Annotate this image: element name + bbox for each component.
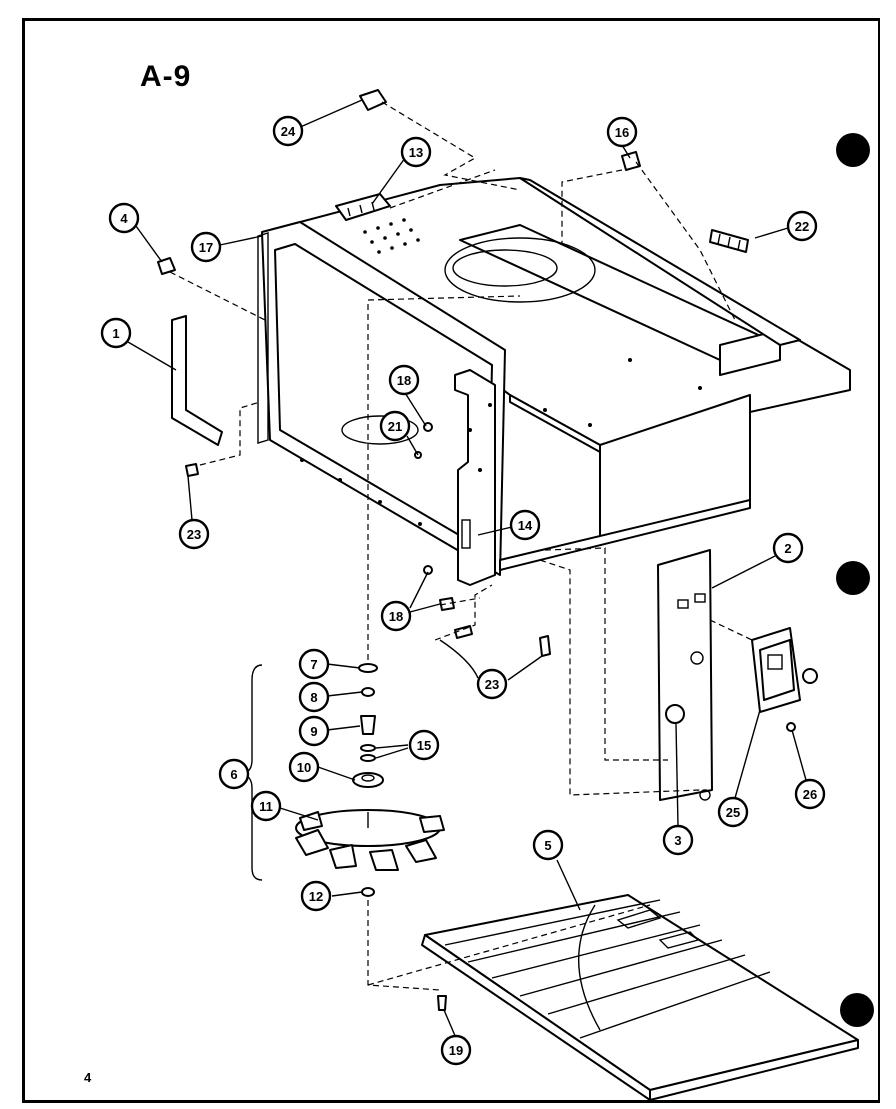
callout-11: 11 xyxy=(250,790,282,822)
callout-16: 16 xyxy=(606,116,638,148)
callout-leaders xyxy=(127,99,807,1039)
assembly-dashed-lines xyxy=(169,101,753,991)
callout-6: 6 xyxy=(218,758,250,790)
screw-19-part xyxy=(437,995,447,1011)
callout-12: 12 xyxy=(300,880,332,912)
plug-part xyxy=(359,89,387,111)
svg-text:18: 18 xyxy=(389,609,403,624)
callout-2: 2 xyxy=(772,532,804,564)
screw-26-part xyxy=(786,722,796,732)
svg-text:12: 12 xyxy=(309,889,323,904)
svg-text:19: 19 xyxy=(449,1043,463,1058)
punch-hole-top xyxy=(836,133,870,167)
callout-8: 8 xyxy=(298,681,330,713)
mounting-bracket-part xyxy=(454,369,496,586)
channel-part xyxy=(171,315,223,446)
callout-18-lower: 18 xyxy=(380,600,412,632)
bottom-tray-part xyxy=(421,894,859,1101)
svg-text:16: 16 xyxy=(615,125,629,140)
svg-text:23: 23 xyxy=(187,527,201,542)
callout-24: 24 xyxy=(272,115,304,147)
sheet-border xyxy=(22,18,880,1103)
oven-cavity-assembly xyxy=(257,177,851,576)
page-number: 4 xyxy=(84,1070,92,1085)
callout-9: 9 xyxy=(298,715,330,747)
svg-text:26: 26 xyxy=(803,787,817,802)
svg-text:3: 3 xyxy=(674,833,681,848)
callout-22: 22 xyxy=(786,210,818,242)
callout-7: 7 xyxy=(298,648,330,680)
callout-19: 19 xyxy=(440,1034,472,1066)
control-plate-part xyxy=(657,549,713,801)
callout-26: 26 xyxy=(794,778,826,810)
svg-text:18: 18 xyxy=(397,373,411,388)
svg-text:9: 9 xyxy=(310,724,317,739)
punch-hole-bottom xyxy=(840,993,874,1027)
callout-15: 15 xyxy=(408,729,440,761)
svg-text:4: 4 xyxy=(120,211,128,226)
callout-13: 13 xyxy=(400,136,432,168)
callout-17: 17 xyxy=(190,231,222,263)
svg-text:24: 24 xyxy=(281,124,296,139)
callout-14: 14 xyxy=(509,509,541,541)
svg-text:11: 11 xyxy=(259,799,273,814)
svg-text:14: 14 xyxy=(518,518,533,533)
diagram-title: A-9 xyxy=(140,60,192,93)
callout-1: 1 xyxy=(100,317,132,349)
svg-text:10: 10 xyxy=(297,760,311,775)
svg-text:25: 25 xyxy=(726,805,740,820)
svg-text:17: 17 xyxy=(199,240,213,255)
callout-21: 21 xyxy=(379,410,411,442)
svg-text:23: 23 xyxy=(485,677,499,692)
svg-text:22: 22 xyxy=(795,219,809,234)
callout-5: 5 xyxy=(532,829,564,861)
svg-text:15: 15 xyxy=(417,738,431,753)
callout-25: 25 xyxy=(717,796,749,828)
clip-part xyxy=(157,257,176,275)
callout-3: 3 xyxy=(662,824,694,856)
callout-18-upper: 18 xyxy=(388,364,420,396)
fan-assembly xyxy=(295,663,445,897)
svg-text:5: 5 xyxy=(544,838,551,853)
switch-part xyxy=(621,151,641,171)
svg-text:13: 13 xyxy=(409,145,423,160)
svg-text:6: 6 xyxy=(230,767,237,782)
svg-text:21: 21 xyxy=(388,419,402,434)
svg-text:7: 7 xyxy=(310,657,317,672)
small-fasteners xyxy=(185,422,551,657)
callout-23-left: 23 xyxy=(178,518,210,550)
punch-hole-middle xyxy=(836,561,870,595)
callout-23-right: 23 xyxy=(476,668,508,700)
svg-text:1: 1 xyxy=(112,326,119,341)
svg-text:2: 2 xyxy=(784,541,791,556)
top-vent-holes xyxy=(363,218,420,254)
switch-assembly-part xyxy=(751,627,818,713)
svg-text:8: 8 xyxy=(310,690,317,705)
callout-10: 10 xyxy=(288,751,320,783)
callout-4: 4 xyxy=(108,202,140,234)
